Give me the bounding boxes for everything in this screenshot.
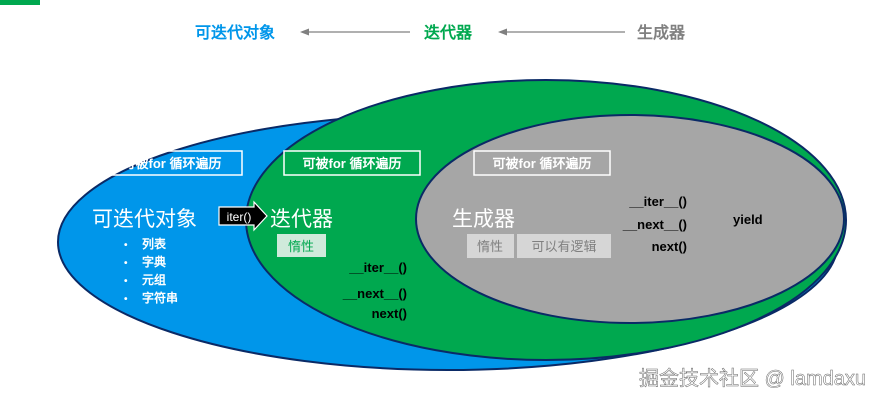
bullet: • <box>124 294 128 305</box>
iterator-for-box <box>283 150 421 176</box>
corner-accent <box>0 0 40 5</box>
iterable-item: 字符串 <box>142 290 178 305</box>
iterable-for-label: 可被for 循环遍历 <box>123 156 222 171</box>
generator-methods: __iter__() __next__() next() <box>622 194 687 254</box>
bullet: • <box>124 258 128 269</box>
generator-logic-label: 可以有逻辑 <box>531 239 596 254</box>
bullet: • <box>124 240 128 251</box>
top-label-iterator: 迭代器 <box>424 23 473 42</box>
iter-arrow <box>218 200 268 232</box>
iterator-for-label: 可被for 循环遍历 <box>303 156 402 171</box>
arrowhead-left-1 <box>300 28 309 36</box>
iterable-item: 列表 <box>142 236 167 251</box>
iterator-lazy-badge <box>277 234 326 257</box>
iterable-items-list: • 列表 • 字典 • 元组 • 字符串 <box>124 236 178 305</box>
generator-for-box <box>473 150 611 176</box>
iterable-item: 字典 <box>142 254 166 269</box>
top-label-generator: 生成器 <box>637 23 686 42</box>
iterator-methods: __iter__() __next__() next() <box>342 260 407 321</box>
generator-ellipse <box>415 114 845 324</box>
iterable-item: 元组 <box>142 272 166 287</box>
generator-for-label: 可被for 循环遍历 <box>493 156 592 171</box>
generator-logic-badge <box>517 234 611 258</box>
iterator-title: 迭代器 <box>270 208 333 231</box>
generator-lazy-badge <box>467 234 514 258</box>
iterator-method: next() <box>372 306 407 321</box>
iterator-method: __next__() <box>342 286 407 301</box>
generator-method: __next__() <box>622 217 687 232</box>
generator-method: next() <box>652 239 687 254</box>
iterable-for-box <box>101 150 243 176</box>
generator-yield: yield <box>733 212 763 227</box>
iterator-method: __iter__() <box>348 260 407 275</box>
iterator-lazy-label: 惰性 <box>288 239 314 254</box>
arrowhead-left-2 <box>498 28 507 36</box>
watermark: 掘金技术社区 @ lamdaxu <box>639 367 866 390</box>
iterable-title: 可迭代对象 <box>92 208 197 231</box>
generator-title: 生成器 <box>452 208 515 231</box>
bullet: • <box>124 276 128 287</box>
generator-lazy-label: 惰性 <box>477 239 503 254</box>
top-label-iterable: 可迭代对象 <box>195 23 275 42</box>
iter-arrow-label: iter() <box>227 210 252 224</box>
generator-method: __iter__() <box>628 194 687 209</box>
